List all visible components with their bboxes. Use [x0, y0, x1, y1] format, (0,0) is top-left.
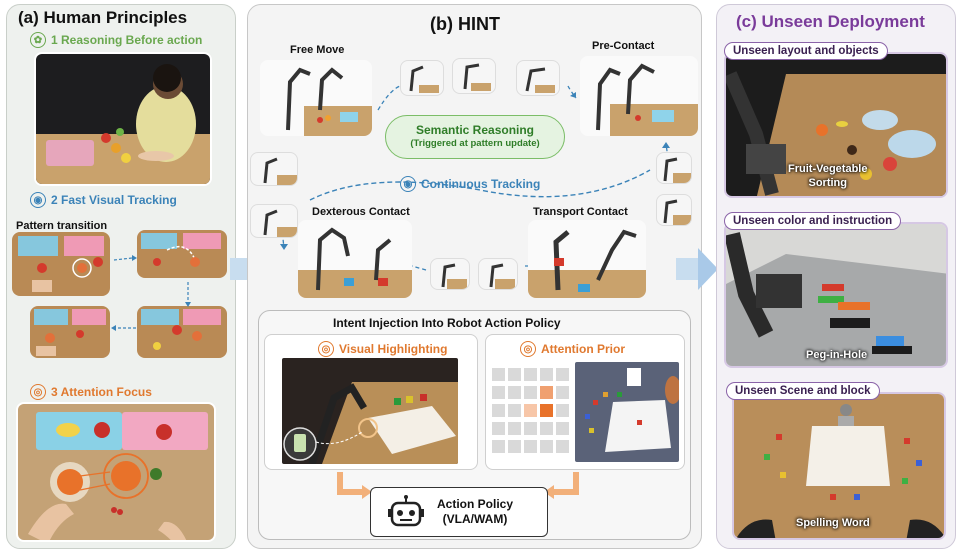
attention-prior-header: ◎ Attention Prior — [520, 341, 625, 357]
target-icon: ◎ — [30, 384, 46, 400]
bottom-thumb-2 — [478, 258, 518, 290]
left-thumb-1 — [250, 152, 298, 186]
attention-cell — [508, 422, 521, 435]
attention-cell — [556, 422, 569, 435]
dexterous-contact-photo — [298, 220, 412, 298]
attention-cell — [492, 422, 505, 435]
attention-cell — [540, 386, 553, 399]
semantic-reasoning-box: Semantic Reasoning (Triggered at pattern… — [385, 115, 565, 159]
semantic-reasoning-title: Semantic Reasoning — [415, 123, 535, 137]
attention-cell — [524, 368, 537, 381]
spelling-word-caption: Spelling Word — [796, 517, 870, 529]
attention-cell — [540, 422, 553, 435]
policy-arrows — [337, 472, 579, 499]
attention-prior-grid — [492, 368, 572, 464]
attention-cell — [508, 386, 521, 399]
peg-in-hole-caption: Peg-in-Hole — [806, 349, 868, 361]
eye-icon: ◉ — [30, 192, 46, 208]
attention-cell — [524, 422, 537, 435]
attention-cell — [556, 368, 569, 381]
top-thumb-2 — [452, 58, 496, 94]
tracking-frame-2 — [137, 230, 227, 278]
attention-cell — [524, 440, 537, 453]
attention-cell — [492, 404, 505, 417]
step-tracking: ◉ 2 Fast Visual Tracking — [30, 192, 177, 208]
tracking-frame-1 — [12, 232, 110, 296]
panel-a-title: (a) Human Principles — [18, 8, 188, 27]
fruit-sorting-caption-1: Fruit-Vegetable — [788, 163, 868, 175]
transport-contact-photo — [528, 220, 646, 298]
attention-cell — [508, 404, 521, 417]
peg-in-hole-photo — [724, 222, 948, 368]
right-thumb-1 — [656, 152, 692, 184]
left-thumb-2 — [250, 204, 298, 238]
pre-contact-label: Pre-Contact — [592, 40, 655, 52]
attention-prior-image — [575, 362, 679, 462]
arrow-b-to-c — [676, 248, 718, 290]
action-policy-text: Action Policy (VLA/WAM) — [437, 497, 513, 527]
right-thumb-2 — [656, 194, 692, 226]
attention-cell — [540, 368, 553, 381]
step-reasoning: ✿ 1 Reasoning Before action — [30, 32, 202, 48]
panel-b-title: (b) HINT — [430, 14, 500, 34]
panel-c-title: (c) Unseen Deployment — [736, 12, 925, 31]
attention-cell — [540, 440, 553, 453]
action-policy-box: Action Policy (VLA/WAM) — [370, 487, 548, 537]
step-tracking-label: 2 Fast Visual Tracking — [51, 193, 177, 207]
step-reasoning-label: 1 Reasoning Before action — [51, 33, 203, 47]
bottom-thumb-1 — [430, 258, 470, 290]
continuous-tracking: ◉ Continuous Tracking — [400, 176, 540, 192]
intent-injection-title: Intent Injection Into Robot Action Polic… — [333, 316, 561, 330]
attention-cell — [508, 368, 521, 381]
pill-unseen-color: Unseen color and instruction — [724, 212, 902, 230]
tracking-frame-4 — [137, 306, 227, 358]
action-policy-line2: (VLA/WAM) — [442, 512, 508, 526]
continuous-tracking-label: Continuous Tracking — [421, 177, 541, 191]
attention-cell — [492, 368, 505, 381]
target-icon: ◎ — [520, 341, 536, 357]
fruit-sorting-photo — [724, 52, 948, 198]
visual-highlighting-image — [282, 358, 458, 464]
attention-cell — [508, 440, 521, 453]
robot-icon — [388, 495, 424, 527]
attention-cell — [492, 386, 505, 399]
tracking-frame-3 — [30, 306, 110, 358]
top-thumb-3 — [516, 60, 560, 96]
fruit-sorting-caption: Fruit-Vegetable Sorting — [788, 162, 867, 190]
pill-unseen-scene: Unseen Scene and block — [726, 382, 880, 400]
attention-cell — [556, 440, 569, 453]
visual-highlighting-header: ◎ Visual Highlighting — [318, 341, 447, 357]
attention-cell — [540, 404, 553, 417]
attention-cell — [556, 386, 569, 399]
free-move-label: Free Move — [290, 44, 345, 56]
action-policy-line1: Action Policy — [437, 497, 514, 511]
fruit-sorting-caption-2: Sorting — [808, 177, 847, 189]
pre-contact-photo — [580, 56, 698, 136]
pattern-transition-label: Pattern transition — [16, 220, 108, 232]
top-thumb-1 — [400, 60, 444, 96]
attention-cell — [556, 404, 569, 417]
attention-cell — [524, 386, 537, 399]
eye-icon: ◉ — [400, 176, 416, 192]
attention-cell — [492, 440, 505, 453]
human-reasoning-photo — [34, 52, 212, 186]
transport-contact-label: Transport Contact — [533, 206, 628, 218]
free-move-photo — [260, 60, 372, 136]
attention-prior-label: Attention Prior — [541, 342, 625, 356]
brain-icon: ✿ — [30, 32, 46, 48]
target-icon: ◎ — [318, 341, 334, 357]
step-attention-label: 3 Attention Focus — [51, 385, 152, 399]
semantic-reasoning-sub: (Triggered at pattern update) — [410, 138, 540, 149]
tracking-flow-arrows — [111, 255, 191, 331]
dexterous-contact-label: Dexterous Contact — [312, 206, 410, 218]
pill-unseen-layout: Unseen layout and objects — [724, 42, 888, 60]
step-attention: ◎ 3 Attention Focus — [30, 384, 152, 400]
visual-highlighting-label: Visual Highlighting — [339, 342, 448, 356]
attention-cell — [524, 404, 537, 417]
attention-photo — [16, 402, 216, 542]
